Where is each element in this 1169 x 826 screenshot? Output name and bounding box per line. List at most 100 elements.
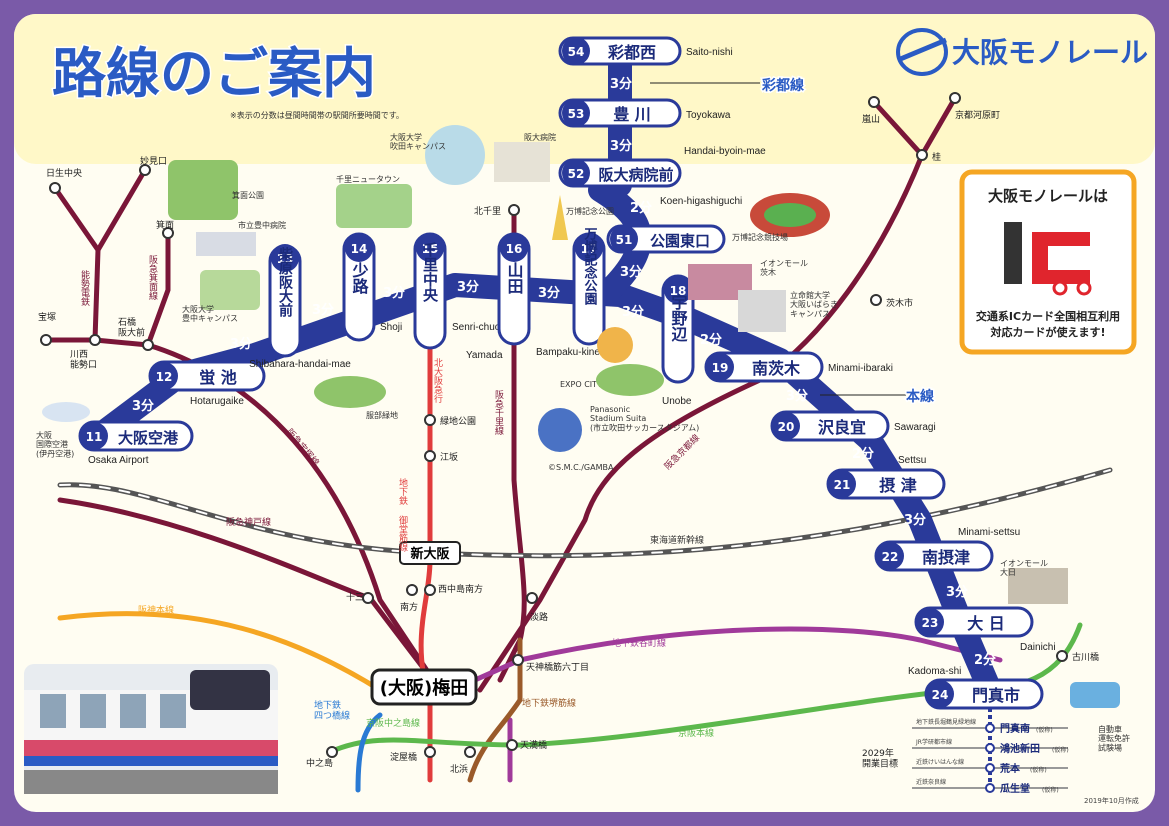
svg-text:(大阪)梅田: (大阪)梅田 [380,677,468,699]
station-14[interactable]: 14 少路 Shoji [342,232,402,342]
time-21-22: 3分 [904,512,926,528]
station-17[interactable]: 17 万博記念公園 Bampaku-kinen-koen [536,227,631,358]
ext-line-0: 地下鉄長堀鶴見緑地線 [916,718,976,726]
svg-text:18: 18 [670,284,687,298]
time-51-17: 3分 [620,264,642,280]
panasonic-stadium-illustration [596,364,664,396]
svg-text:Toyokawa: Toyokawa [686,110,731,121]
station-takarazuka-label: 宝塚 [38,311,56,323]
station-kawanishi-label: 川西能勢口 [70,349,97,370]
station-21[interactable]: 21 摂 津 Settsu [826,455,946,500]
station-13[interactable]: 13 柴原阪大前 Shibahara-handai-mae [249,244,351,370]
midosuji-line-label: 地下鉄御堂筋線 [397,477,408,551]
station-18[interactable]: 18 宇野辺 Unobe [661,274,695,407]
svg-text:Handai-byoin-mae: Handai-byoin-mae [684,146,766,157]
station-53[interactable]: 53 豊 川 Toyokawa [558,98,731,128]
ext-station-2: 荒本 [999,762,1021,775]
station-52[interactable]: 52 阪大病院前 Handai-byoin-mae [558,146,766,188]
station-umeda[interactable]: (大阪)梅田 [370,668,478,706]
station-12[interactable]: 12 蛍 池 Hotarugaike [148,360,266,407]
svg-text:南茨木: 南茨木 [752,359,801,378]
time-53-52: 3分 [610,138,632,154]
station-nishinakajima-label: 西中島南方 [438,583,483,595]
station-tenjinbashi-label: 天神橋筋六丁目 [526,661,589,673]
time-23-24: 2分 [974,652,996,668]
svg-text:16: 16 [506,242,523,256]
time-13-14: 3分 [312,302,334,318]
svg-text:19: 19 [712,361,729,375]
svg-text:51: 51 [616,233,633,247]
station-furukawabashi-label: 古川橋 [1072,651,1099,663]
osaka-univ-suita-label: 大阪大学吹田キャンパス [390,132,446,151]
svg-text:万博記念公園: 万博記念公園 [582,227,599,306]
svg-text:蛍 池: 蛍 池 [199,368,237,387]
svg-text:沢良宜: 沢良宜 [818,418,866,437]
station-20[interactable]: 20 沢良宜 Sawaragi [770,410,936,442]
toyonaka-hospital-label: 市立豊中病院 [238,220,286,230]
time-16-17: 3分 [538,285,560,301]
time-14-15: 3分 [383,285,405,301]
station-24[interactable]: 24 門真市 Kadoma-shi [908,666,1044,710]
ic-box-body-2: 対応カードが使えます! [989,325,1105,339]
station-arashiyama-label: 嵐山 [862,114,880,125]
toyonaka-hospital-illustration [196,232,256,256]
hankyu-kobe-line [57,497,443,693]
kobe-line-label: 阪急神戸線 [226,516,271,528]
svg-text:12: 12 [156,370,173,384]
sakaisuji-line [467,637,523,783]
svg-text:Sawaragi: Sawaragi [894,422,936,433]
station-16[interactable]: 16 山田 Yamada [466,232,531,361]
ic-box-title: 大阪モノレールは [988,187,1108,205]
map-title: 路線のご案内 [52,42,376,105]
ext-suffix-3: (仮称) [1042,786,1059,794]
travel-times: 3分 3分 2分 3分 3分 3分 3分 3分 3分 3分 3分 2分 3分 2… [132,76,996,668]
map-panel [14,14,1155,812]
svg-text:Saito-nishi: Saito-nishi [686,47,733,58]
station-54[interactable]: 54 彩都西 Saito-nishi [558,36,733,66]
ic-logo-icon [1004,222,1022,284]
station-11[interactable]: 11 大阪空港 Osaka Airport [78,420,194,466]
station-22[interactable]: 22 南摂津 Minami-settsu [874,527,1020,572]
svg-text:21: 21 [834,478,851,492]
ext-station-3: 瓜生堂 [1000,782,1030,795]
extension-legend: 2029年開業目標 地下鉄長堀鶴見緑地線 JR学研都市線 近鉄けいはんな線 近鉄… [862,708,1139,805]
station-shinosaka[interactable]: 新大阪 [399,541,461,565]
yotsubashi-line [355,712,383,793]
expo-stadium-label: 万博記念競技場 [732,232,788,242]
svg-text:Dainichi: Dainichi [1020,642,1056,653]
station-19[interactable]: 19 南茨木 Minami-ibaraki [704,351,893,383]
svg-text:阪大病院前: 阪大病院前 [598,166,673,184]
license-center-label: 自動車運転免許試験場 [1098,724,1130,752]
aeon-dainichi-illustration [1008,568,1068,604]
car-icon [1070,682,1120,708]
station-15[interactable]: 15 千里中央 Senri-chuo [413,232,501,350]
tower-of-sun-icon [552,195,568,240]
svg-text:Settsu: Settsu [898,455,926,466]
aeon-dainichi-label: イオンモール大日 [1000,559,1048,577]
map-header-band [14,14,1155,164]
time-54-53: 3分 [610,76,632,92]
expo-park-label: 万博記念公園 [566,206,614,216]
note-text: ※表示の分数は昼間時間帯の駅間所要時間です。 [230,110,404,120]
station-51[interactable]: 51 公園東口 Koen-higashiguchi [606,196,742,254]
svg-text:52: 52 [568,167,585,181]
airplane-icon [42,402,90,422]
brand-logo: 大阪モノレール [896,28,1148,76]
svg-text:24: 24 [932,688,949,702]
tanimachi-line [427,626,1003,703]
svg-text:54: 54 [568,45,585,59]
hankyu-senri-line [497,209,527,683]
svg-text:Shoji: Shoji [380,322,402,333]
time-18-19: 2分 [700,332,722,348]
station-myokenguchi-label: 妙見口 [140,155,167,167]
svg-text:13: 13 [277,252,294,266]
time-17-18: 3分 [622,304,644,320]
time-20-21: 2分 [852,446,874,462]
station-ryokuchi-label: 緑地公園 [440,415,476,427]
ferris-wheel-icon [597,327,633,363]
handai-hospital-label: 阪大病院 [524,132,556,142]
extension-target: 2029年開業目標 [862,747,898,769]
station-kawaramachi-label: 京都河原町 [955,109,1000,121]
station-23[interactable]: 23 大 日 Dainichi [914,606,1056,653]
ext-station-0: 門真南 [1000,722,1030,735]
